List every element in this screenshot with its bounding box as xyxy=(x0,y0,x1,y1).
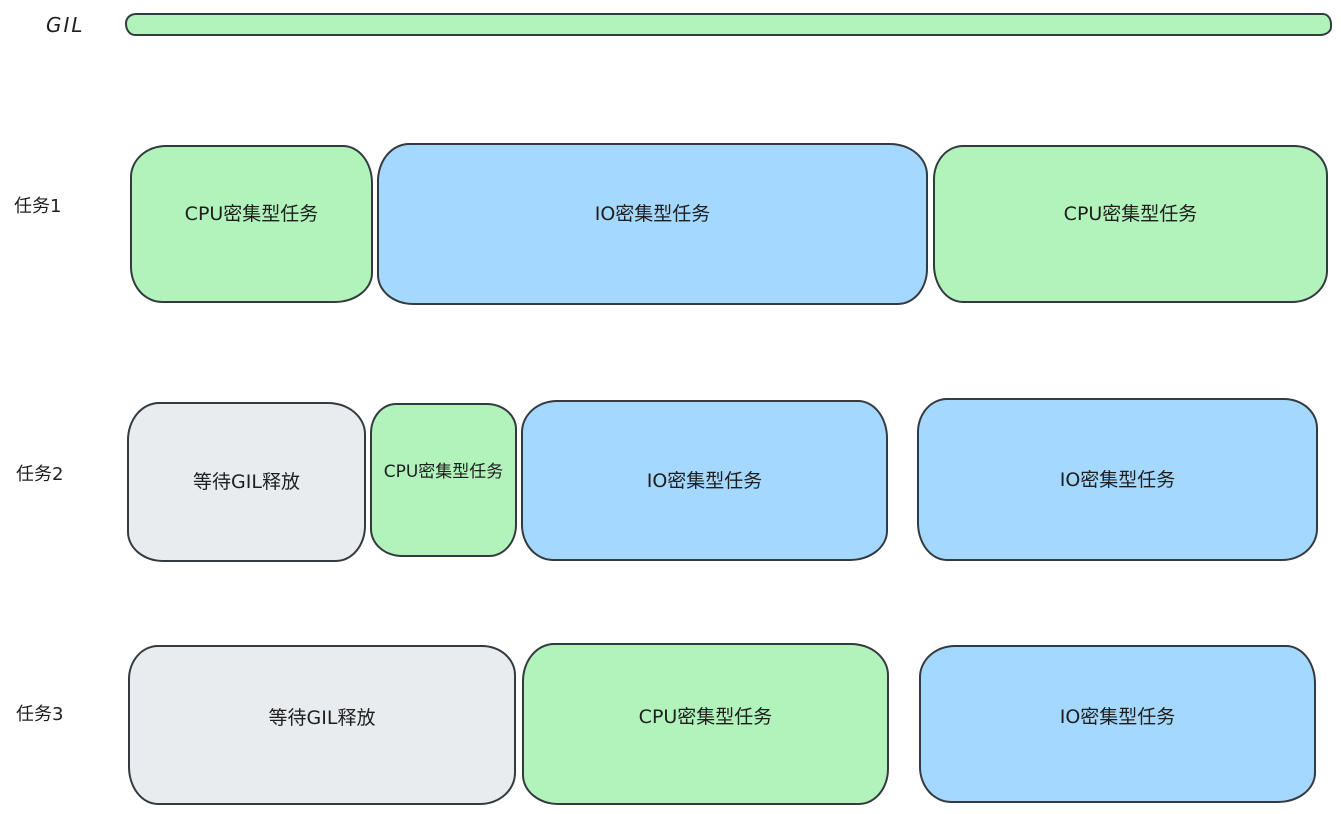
task2-io-block-1-label: IO密集型任务 xyxy=(646,469,763,492)
task1-io-block-label: IO密集型任务 xyxy=(594,203,711,225)
task3-cpu-block-label: CPU密集型任务 xyxy=(638,706,773,728)
task2-cpu-block: CPU密集型任务 xyxy=(370,403,517,557)
gil-bar xyxy=(125,13,1332,36)
task3-cpu-block: CPU密集型任务 xyxy=(522,643,889,805)
row-label-task3: 任务3 xyxy=(16,704,64,725)
task3-io-block: IO密集型任务 xyxy=(919,645,1316,803)
task1-cpu-block-2: CPU密集型任务 xyxy=(933,145,1328,303)
row-label-task2: 任务2 xyxy=(16,464,64,485)
task2-wait-block-label: 等待GIL释放 xyxy=(193,471,300,493)
task2-cpu-block-label: CPU密集型任务 xyxy=(383,462,504,482)
task3-wait-block-label: 等待GIL释放 xyxy=(268,707,376,729)
task3-io-block-label: IO密集型任务 xyxy=(1059,706,1176,728)
task1-cpu-block-2-label: CPU密集型任务 xyxy=(1063,203,1198,225)
task2-io-block-2: IO密集型任务 xyxy=(917,398,1318,561)
task2-io-block-2-label: IO密集型任务 xyxy=(1059,468,1176,491)
task1-cpu-block-1: CPU密集型任务 xyxy=(130,145,373,303)
task1-io-block: IO密集型任务 xyxy=(377,143,928,305)
task2-wait-block: 等待GIL释放 xyxy=(127,402,366,562)
row-label-task1: 任务1 xyxy=(14,196,62,217)
task3-wait-block: 等待GIL释放 xyxy=(128,645,516,805)
task1-cpu-block-1-label: CPU密集型任务 xyxy=(184,203,319,225)
task2-io-block-1: IO密集型任务 xyxy=(521,400,888,561)
gil-label: GIL xyxy=(46,13,85,37)
